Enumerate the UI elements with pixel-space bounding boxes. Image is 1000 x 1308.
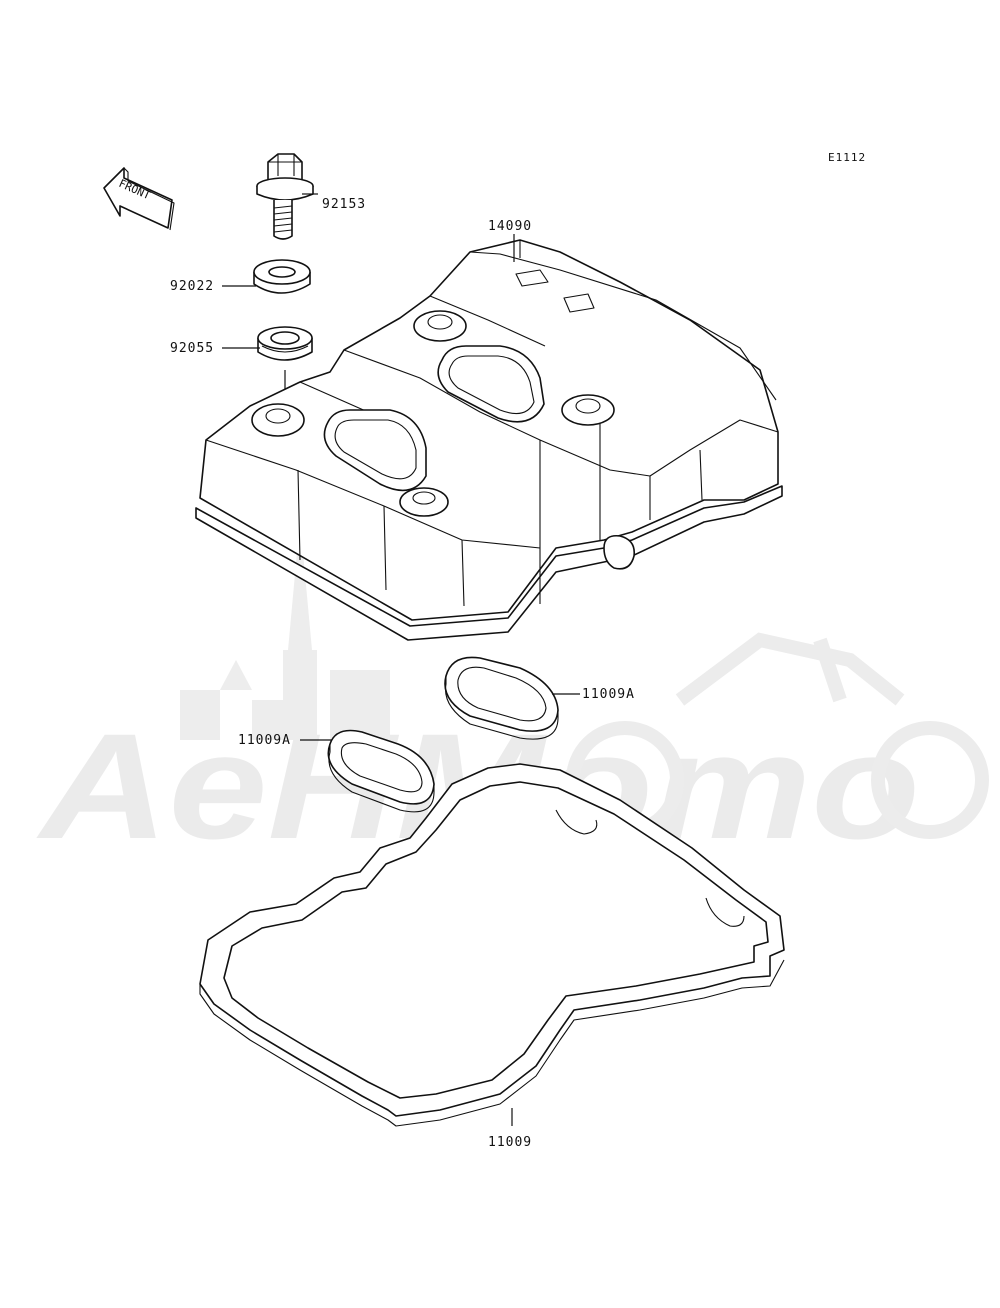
front-arrow-icon: [103, 167, 173, 229]
callout-labels: 92153 92022 92055 14090 11009A 11009A 11…: [170, 197, 635, 1150]
grommet-92055: [257, 326, 313, 361]
callout-92153: 92153: [322, 197, 366, 212]
figure-code: E1112: [828, 151, 866, 164]
callout-11009A-right: 11009A: [582, 687, 635, 702]
callout-92022: 92022: [170, 279, 214, 294]
front-arrow: FRONT: [103, 167, 175, 231]
callout-14090: 14090: [488, 219, 532, 234]
plug-gasket-11009A-left: [327, 729, 435, 813]
callout-92055: 92055: [170, 341, 214, 356]
watermark-cathedral-icon: [180, 520, 390, 740]
leader-lines: [222, 193, 580, 1126]
callout-11009: 11009: [488, 1135, 532, 1150]
plug-gasket-11009A-right: [444, 656, 559, 740]
washer-92022: [253, 259, 311, 294]
callout-11009A-left: 11009A: [238, 733, 291, 748]
cylinder-head-cover-14090: [195, 239, 783, 641]
cover-gasket-11009: [199, 763, 785, 1127]
bolt-92153: [256, 153, 314, 240]
